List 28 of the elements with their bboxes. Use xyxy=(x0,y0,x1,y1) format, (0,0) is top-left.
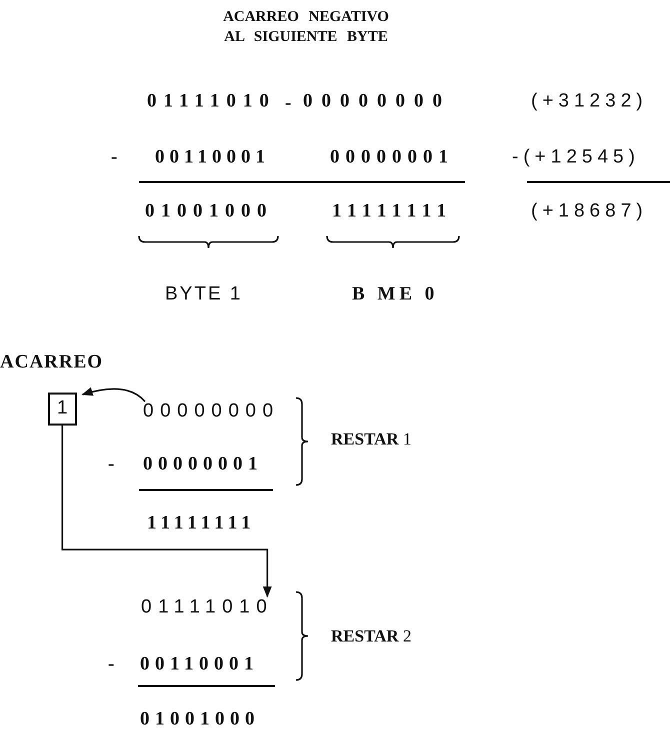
carry-label: ACARREO xyxy=(0,352,104,374)
binary-number: 00110001 xyxy=(155,148,270,168)
binary-number: 11111111 xyxy=(147,514,256,534)
carry-box: 1 xyxy=(48,392,77,426)
minus-sign: - xyxy=(111,148,118,168)
step-label: RESTAR 1 xyxy=(331,430,412,450)
binary-number: 00110001 xyxy=(140,654,259,676)
minus-sign: - xyxy=(108,654,114,676)
minus-sign: - xyxy=(108,454,114,476)
binary-number: 00000000 xyxy=(143,402,280,422)
decimal-value: (+31232) xyxy=(531,92,648,112)
binary-number: 00000000 xyxy=(303,92,451,112)
heading: ACARREO NEGATIVO AL SIGUIENTE BYTE xyxy=(222,8,390,46)
byte-label: BYTE 1 xyxy=(165,284,242,306)
binary-number: 01111010 xyxy=(141,598,274,618)
binary-number: 00000001 xyxy=(143,454,263,476)
binary-number: 01001000 xyxy=(140,710,260,730)
arrow xyxy=(62,425,272,598)
binary-number: 01111010 xyxy=(147,92,276,112)
byte-label: B ME 0 xyxy=(352,284,438,306)
arrow xyxy=(82,387,146,402)
decimal-value: (+18687) xyxy=(531,202,648,222)
minus-sign: - xyxy=(285,94,292,114)
binary-number: 01001000 xyxy=(145,202,273,222)
step-label: RESTAR 2 xyxy=(331,628,412,646)
binary-number: 11111111 xyxy=(332,202,453,222)
binary-number: 00000001 xyxy=(330,148,454,168)
decimal-value: -(+12545) xyxy=(512,148,640,168)
